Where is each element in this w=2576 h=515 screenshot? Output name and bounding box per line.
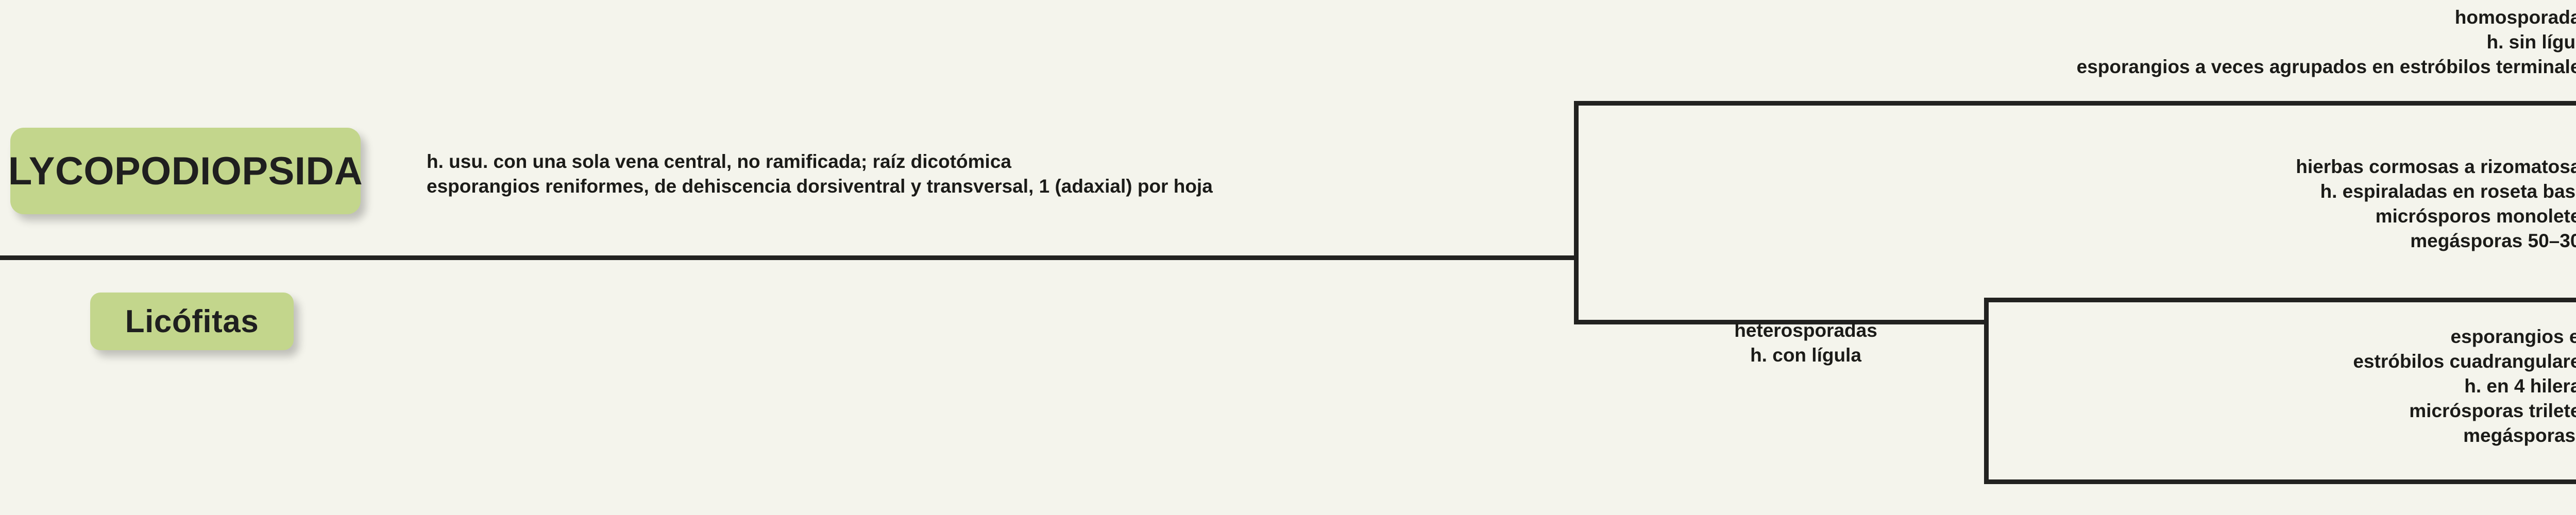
- character-note-homosporous: homosporadas h. sin lígula esporangios a…: [2076, 7, 2576, 78]
- taxon-box-licofitas[interactable]: Licófitas: [90, 293, 294, 350]
- branch-to-selaginellales: [1984, 479, 2576, 484]
- branch-to-lycopodiales: [1574, 101, 2576, 106]
- character-note-selaginellales: esporangios en estróbilos cuadrangulares…: [2353, 326, 2576, 447]
- taxon-box-lycopodiopsida[interactable]: LYCOPODIOPSIDA: [8, 128, 363, 214]
- branch-node1-vertical: [1574, 101, 1579, 324]
- branch-node2-vertical: [1984, 298, 1989, 484]
- character-note-isoetales: hierbas cormosas a rizomatosas h. espira…: [2296, 156, 2576, 252]
- branch-to-heterosporous: [1574, 320, 1989, 324]
- branch-to-isoetales: [1984, 298, 2576, 302]
- branch-root-stem: [0, 255, 1577, 260]
- taxon-label-licofitas: Licófitas: [125, 303, 259, 339]
- taxon-label-lycopodiopsida: LYCOPODIOPSIDA: [8, 149, 363, 193]
- character-note-lycopodiopsida: h. usu. con una sola vena central, no ra…: [427, 151, 1213, 197]
- character-note-heterosporous: heterosporadas h. con lígula: [1734, 320, 1877, 366]
